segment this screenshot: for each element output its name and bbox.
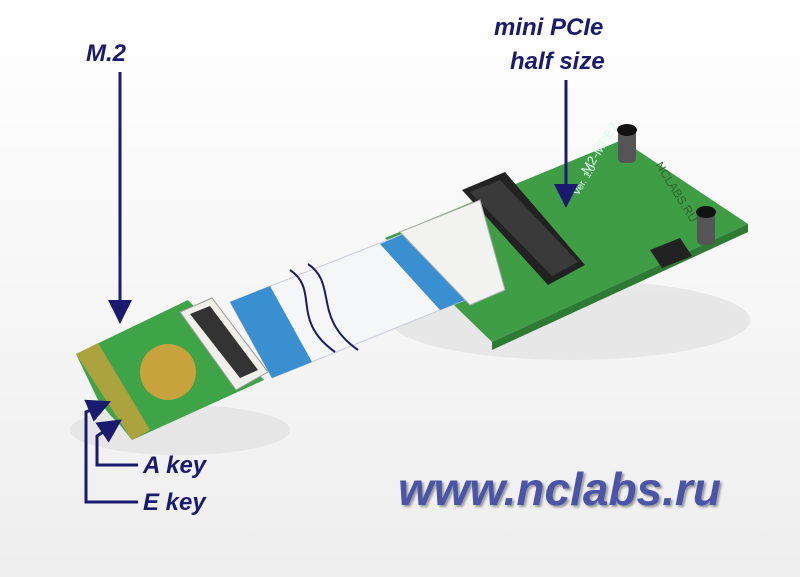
m2-card (76, 297, 269, 440)
mini-pcie-board: M2-MPE2 Ver. 1.0 NCLABS.RU (385, 120, 748, 350)
a-key-label: A key (143, 452, 207, 479)
e-key-arrow (84, 399, 138, 504)
m2-label: M.2 (86, 40, 127, 67)
half-size-label: half size (510, 48, 605, 75)
e-key-label: E key (143, 489, 206, 516)
website-watermark: www.nclabs.ru (398, 463, 721, 515)
a-key-arrow (95, 419, 138, 467)
mini-pcie-label: mini PCIe (494, 14, 604, 41)
flat-cable (229, 199, 506, 379)
